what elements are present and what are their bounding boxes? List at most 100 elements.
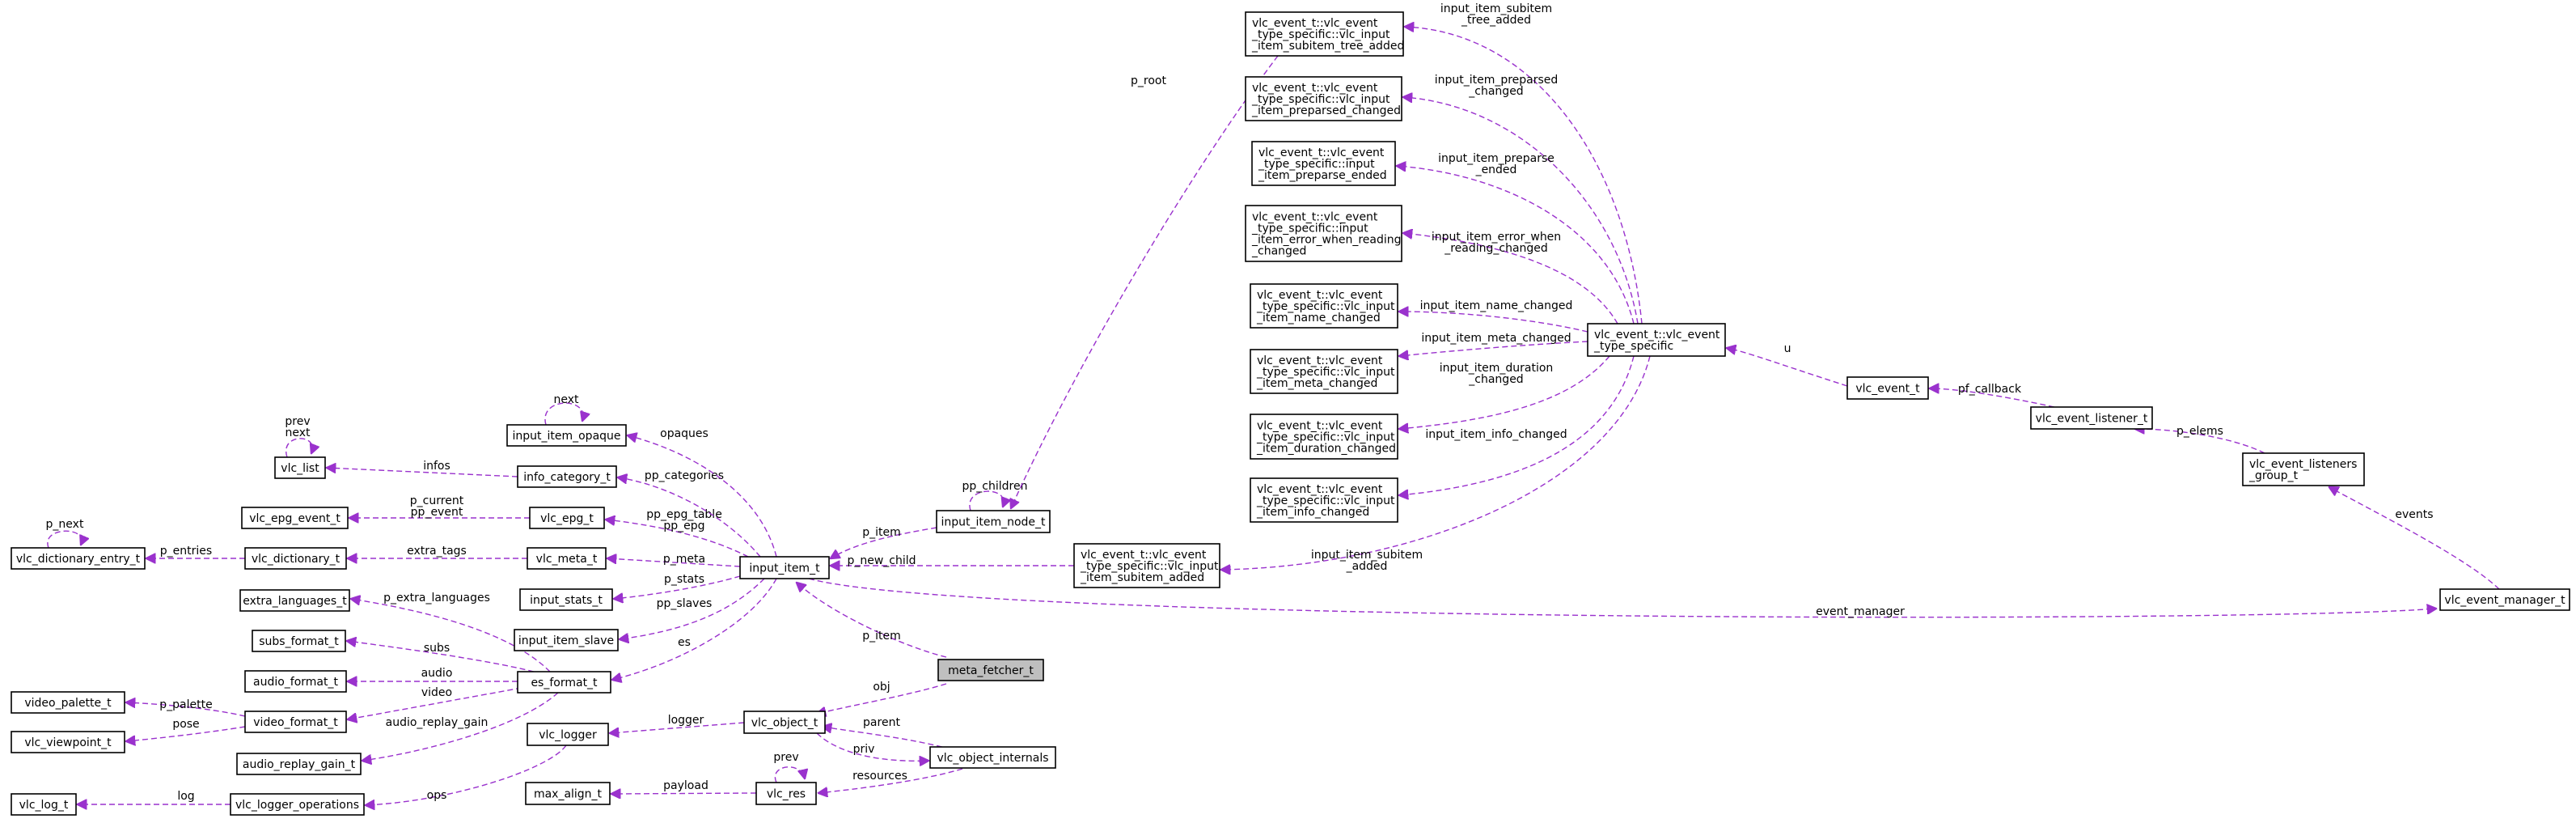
- node-box: [252, 630, 346, 652]
- node-ev-error-when-reading[interactable]: vlc_event_t::vlc_event_type_specific::in…: [1245, 205, 1402, 262]
- node-box: [1245, 11, 1404, 57]
- edge-line: [347, 641, 535, 672]
- node-video-format-t[interactable]: video_format_t: [244, 711, 347, 733]
- node-box: [1245, 205, 1402, 262]
- node-vlc-object-t[interactable]: vlc_object_t: [743, 711, 826, 734]
- node-ev-preparse-ended[interactable]: vlc_event_t::vlc_event_type_specific::in…: [1251, 141, 1396, 186]
- node-ev-info-changed[interactable]: vlc_event_t::vlc_event_type_specific::vl…: [1250, 477, 1398, 523]
- node-vlc-event-listener-t[interactable]: vlc_event_listener_t: [2030, 406, 2153, 430]
- e-resources-edge: resources: [818, 768, 963, 793]
- node-box: [236, 753, 362, 775]
- node-label: input_item_t: [749, 562, 820, 575]
- node-max-align-t[interactable]: max_align_t: [525, 782, 611, 805]
- node-vlc-event-listeners-group-t[interactable]: vlc_event_listeners_group_t: [2242, 452, 2365, 486]
- node-vlc-logger[interactable]: vlc_logger: [527, 723, 609, 746]
- node-audio-replay-gain-t[interactable]: audio_replay_gain_t: [236, 753, 362, 775]
- node-vlc-event-t[interactable]: vlc_event_t: [1846, 376, 1929, 400]
- node-video-palette-t[interactable]: video_palette_t: [11, 691, 125, 714]
- nodes-layer: meta_fetcher_tinput_item_tvlc_object_tvl…: [11, 11, 2570, 816]
- e-parent-edge: parent: [823, 716, 943, 748]
- node-vlc-list[interactable]: vlc_list: [274, 456, 326, 479]
- node-vlc-viewpoint-t[interactable]: vlc_viewpoint_t: [11, 731, 125, 753]
- node-vlc-logger-operations[interactable]: vlc_logger_operations: [230, 793, 365, 816]
- node-label: video_palette_t: [24, 697, 112, 710]
- node-label: vlc_event_t::vlc_event_type_specific::vl…: [1256, 483, 1395, 519]
- node-vlc-meta-t[interactable]: vlc_meta_t: [527, 547, 607, 570]
- node-label: vlc_event_t: [1855, 383, 1920, 396]
- node-box: [11, 547, 146, 570]
- edge-label: input_item_duration_changed: [1440, 362, 1554, 386]
- node-ev-type-specific[interactable]: vlc_event_t::vlc_event_type_specific: [1587, 323, 1726, 357]
- edge-label: p_elems: [2176, 425, 2223, 438]
- node-box: [929, 746, 1056, 769]
- node-vlc-object-internals[interactable]: vlc_object_internals: [929, 746, 1056, 769]
- node-box: [11, 793, 77, 816]
- edge-line: [611, 793, 757, 794]
- node-input-stats-t[interactable]: input_stats_t: [519, 588, 613, 611]
- node-box: [1250, 349, 1398, 394]
- node-vlc-epg-t[interactable]: vlc_epg_t: [529, 507, 605, 529]
- node-vlc-epg-event-t[interactable]: vlc_epg_event_t: [241, 507, 349, 529]
- e-log-edge: log: [78, 790, 231, 804]
- edge-line: [1403, 233, 1618, 325]
- node-label: vlc_event_listeners_group_t: [2248, 458, 2357, 482]
- node-label: es_format_t: [531, 677, 598, 689]
- node-box: [11, 731, 125, 753]
- e-name_changed-edge: input_item_name_changed: [1399, 299, 1588, 333]
- edge-line: [1727, 348, 1848, 387]
- node-info-category-t[interactable]: info_category_t: [517, 465, 617, 488]
- node-ev-duration-changed[interactable]: vlc_event_t::vlc_event_type_specific::vl…: [1250, 414, 1398, 460]
- node-label: vlc_res: [767, 788, 806, 801]
- edge-line: [614, 575, 741, 599]
- node-box: [1073, 543, 1220, 588]
- edge-line: [1405, 27, 1643, 325]
- node-input-item-node-t[interactable]: input_item_node_t: [936, 510, 1051, 533]
- node-input-item-t[interactable]: input_item_t: [739, 556, 830, 579]
- node-input-item-slave[interactable]: input_item_slave: [514, 629, 619, 651]
- edge-label: pf_callback: [1958, 383, 2022, 396]
- node-vlc-event-manager-t[interactable]: vlc_event_manager_t: [2439, 588, 2570, 611]
- node-vlc-dictionary-entry-t[interactable]: vlc_dictionary_entry_t: [11, 547, 146, 570]
- node-vlc-dictionary-t[interactable]: vlc_dictionary_t: [244, 547, 347, 570]
- node-input-item-opaque[interactable]: input_item_opaque: [506, 424, 627, 447]
- node-extra-languages-t[interactable]: extra_languages_t: [239, 589, 350, 612]
- node-vlc-res[interactable]: vlc_res: [755, 782, 817, 805]
- edge-label: input_item_subitem_tree_added: [1440, 2, 1552, 27]
- node-box: [743, 711, 826, 734]
- edge-line: [1399, 355, 1610, 429]
- e-subs-edge: subs: [347, 641, 535, 672]
- edge-label: p_entries: [160, 545, 212, 558]
- node-meta-fetcher-t[interactable]: meta_fetcher_t: [937, 659, 1044, 681]
- node-ev-preparsed-changed[interactable]: vlc_event_t::vlc_event_type_specific::vl…: [1245, 76, 1402, 121]
- node-ev-meta-changed[interactable]: vlc_event_t::vlc_event_type_specific::vl…: [1250, 349, 1398, 394]
- node-audio-format-t[interactable]: audio_format_t: [244, 670, 347, 693]
- node-subs-format-t[interactable]: subs_format_t: [252, 630, 346, 652]
- node-ev-name-changed[interactable]: vlc_event_t::vlc_event_type_specific::vl…: [1250, 283, 1398, 329]
- node-box: [529, 507, 605, 529]
- edge-label: p_palette: [159, 698, 212, 711]
- node-ev-subitem-added[interactable]: vlc_event_t::vlc_event_type_specific::vl…: [1073, 543, 1220, 588]
- node-label: vlc_dictionary_t: [252, 553, 341, 566]
- edge-line: [628, 435, 777, 558]
- edge-label: resources: [852, 770, 907, 783]
- node-es-format-t[interactable]: es_format_t: [517, 671, 611, 694]
- node-vlc-log-t[interactable]: vlc_log_t: [11, 793, 77, 816]
- node-box: [2030, 406, 2153, 430]
- edge-line: [1397, 166, 1635, 325]
- node-box: [755, 782, 817, 805]
- edge-line: [1403, 97, 1639, 325]
- node-label: meta_fetcher_t: [948, 664, 1034, 677]
- edge-label: event_manager: [1816, 605, 1905, 618]
- e-duration_changed-edge: input_item_duration_changed: [1399, 355, 1610, 429]
- e-pp_slaves-edge: pp_slaves: [620, 578, 765, 639]
- node-label: vlc_event_t::vlc_event_type_specific::vl…: [1256, 289, 1395, 325]
- edge-label: prev: [773, 751, 798, 764]
- e-res-prev-edge: prev: [773, 751, 805, 783]
- node-box: [517, 671, 611, 694]
- e-audio_replay_gain-edge: audio_replay_gain: [362, 692, 559, 761]
- node-box: [11, 691, 125, 714]
- node-ev-subitem-tree-added[interactable]: vlc_event_t::vlc_event_type_specific::vl…: [1245, 11, 1404, 57]
